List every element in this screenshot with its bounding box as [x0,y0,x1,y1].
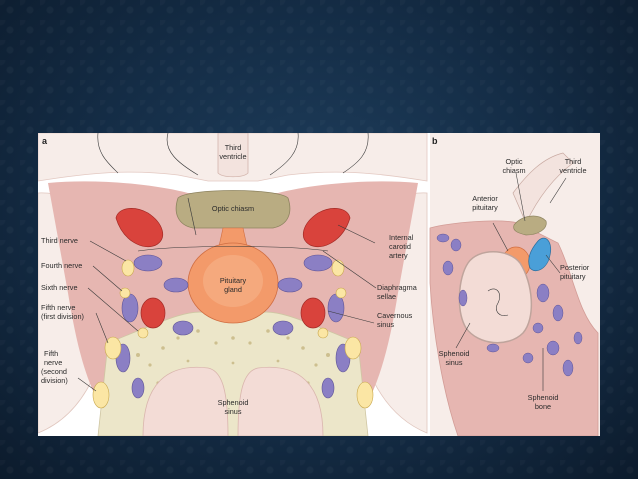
label-fifth-nerve-second-3: (second [41,367,67,376]
label-fifth-nerve-second-4: division) [41,376,68,385]
label-fifth-nerve-second-2: nerve [44,358,62,367]
label-pituitary-gland-2: gland [224,285,242,294]
anatomy-diagram: a b Third ventricle Optic chiasm Third n… [38,133,600,436]
panel-b-letter: b [432,136,438,146]
label-third-nerve: Third nerve [41,236,78,245]
label-cavernous-sinus-2: sinus [377,320,394,329]
label-internal-carotid-3: artery [389,251,408,260]
label-fifth-nerve-first-1: Fifth nerve [41,303,75,312]
panel-b [428,133,600,436]
label-third-ventricle-a-1: Third [225,143,242,152]
label-diaphragma-sellae-2: sellae [377,292,396,301]
label-third-ventricle-a-2: ventricle [219,152,246,161]
label-sphenoid-sinus-b-1: Sphenoid [439,349,470,358]
label-sphenoid-bone-2: bone [535,402,551,411]
label-diaphragma-sellae-1: Diaphragma [377,283,418,292]
anatomy-figure: a b Third ventricle Optic chiasm Third n… [38,133,600,436]
label-fifth-nerve-first-2: (first division) [41,312,84,321]
label-posterior-pituitary-1: Posterior [560,263,590,272]
label-third-ventricle-b-1: Third [565,157,582,166]
label-posterior-pituitary-2: pituitary [560,272,586,281]
label-third-ventricle-b-2: ventricle [559,166,586,175]
label-optic-chiasm-b-2: chiasm [502,166,525,175]
label-anterior-pituitary-2: pituitary [472,203,498,212]
label-fifth-nerve-second-1: Fifth [44,349,58,358]
label-sphenoid-sinus-b-2: sinus [445,358,462,367]
label-internal-carotid-1: Internal [389,233,414,242]
panel-a [38,133,428,436]
label-cavernous-sinus-1: Cavernous [377,311,413,320]
label-pituitary-gland-1: Pituitary [220,276,247,285]
label-anterior-pituitary-1: Anterior [472,194,498,203]
label-optic-chiasm-a: Optic chiasm [212,204,254,213]
label-sphenoid-bone-1: Sphenoid [528,393,559,402]
label-internal-carotid-2: carotid [389,242,411,251]
label-fourth-nerve: Fourth nerve [41,261,82,270]
label-sixth-nerve: Sixth nerve [41,283,78,292]
label-sphenoid-sinus-a-2: sinus [224,407,241,416]
label-optic-chiasm-b-1: Optic [505,157,522,166]
panel-a-letter: a [42,136,48,146]
label-sphenoid-sinus-a-1: Sphenoid [218,398,249,407]
